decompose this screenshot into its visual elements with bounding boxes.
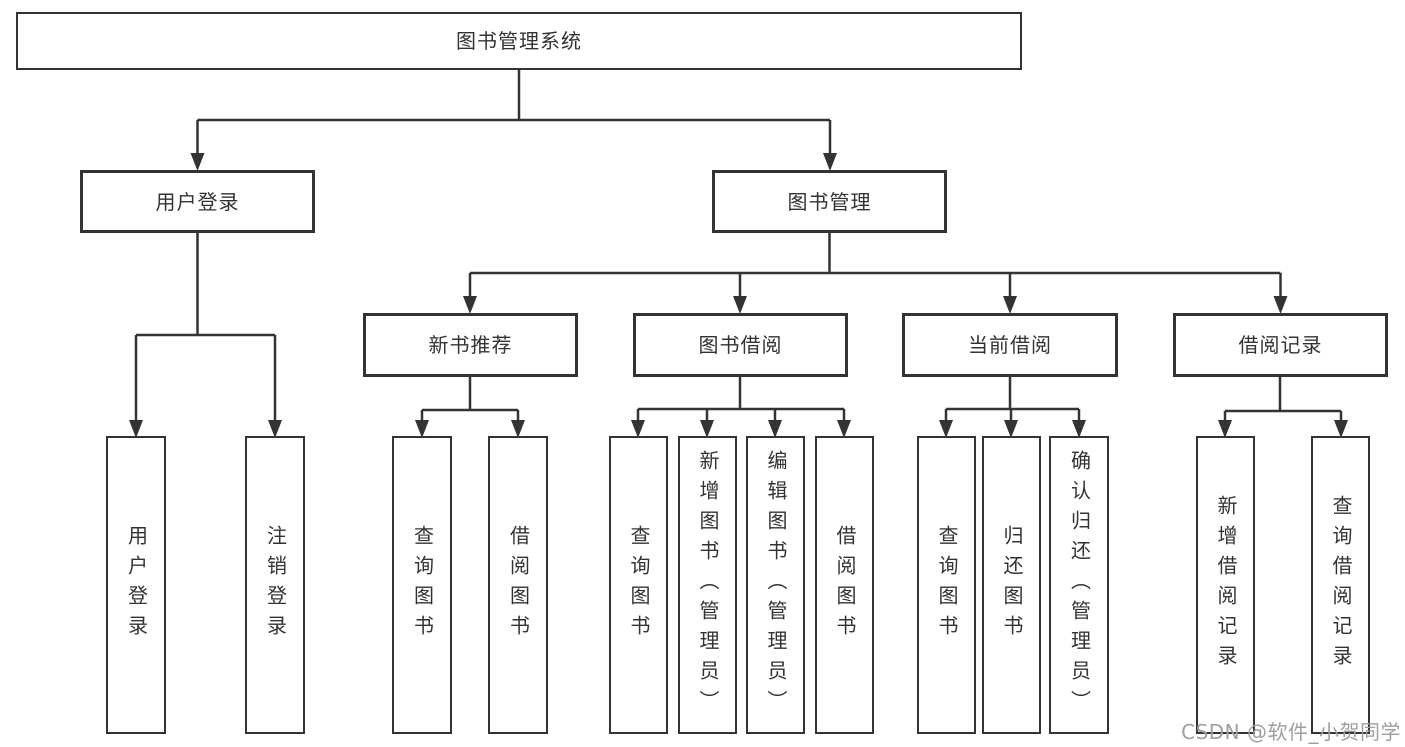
node-new-book-recommend: 新书推荐 (363, 313, 578, 377)
leaf-add-borrow-record-label: 新增借阅记录 (1214, 495, 1238, 675)
node-current-borrow: 当前借阅 (902, 313, 1118, 377)
leaf-add-book-admin-label: 新增图书（管理员） (696, 450, 720, 720)
leaf-return-book-label: 归还图书 (1000, 525, 1024, 645)
leaf-user-login: 用户登录 (106, 436, 166, 734)
leaf-query-borrow-record-label: 查询借阅记录 (1329, 495, 1353, 675)
csdn-watermark: CSDN @软件_小贺同学 (1181, 720, 1401, 744)
leaf-edit-book-admin: 编辑图书（管理员） (746, 436, 805, 734)
leaf-query-book-borrow-label: 查询图书 (627, 525, 651, 645)
leaf-logout-label: 注销登录 (263, 525, 288, 645)
node-current-borrow-label: 当前借阅 (968, 333, 1052, 357)
leaf-borrow-book-recommend-label: 借阅图书 (506, 525, 531, 645)
leaf-query-book-current: 查询图书 (917, 436, 976, 734)
leaf-edit-book-admin-label: 编辑图书（管理员） (764, 450, 788, 720)
node-book-management: 图书管理 (712, 170, 947, 233)
node-new-book-recommend-label: 新书推荐 (428, 333, 513, 357)
node-user-login: 用户登录 (80, 170, 315, 233)
leaf-add-book-admin: 新增图书（管理员） (678, 436, 737, 734)
leaf-user-login-label: 用户登录 (124, 525, 149, 645)
arrowheads (129, 153, 1348, 438)
leaf-confirm-return-admin-label: 确认归还（管理员） (1067, 450, 1092, 720)
leaf-return-book: 归还图书 (982, 436, 1041, 734)
node-root: 图书管理系统 (16, 12, 1022, 70)
leaf-query-borrow-record: 查询借阅记录 (1311, 436, 1370, 734)
leaf-borrow-book-borrow: 借阅图书 (815, 436, 874, 734)
node-root-label: 图书管理系统 (456, 29, 582, 53)
node-book-borrow: 图书借阅 (633, 313, 848, 377)
leaf-query-book-current-label: 查询图书 (935, 525, 959, 645)
leaf-query-book-recommend: 查询图书 (392, 436, 452, 734)
leaf-borrow-book-borrow-label: 借阅图书 (833, 525, 857, 645)
leaf-logout: 注销登录 (245, 436, 305, 734)
leaf-borrow-book-recommend: 借阅图书 (488, 436, 548, 734)
node-borrow-record-label: 借阅记录 (1238, 333, 1323, 357)
leaf-query-book-recommend-label: 查询图书 (410, 525, 435, 645)
node-borrow-record: 借阅记录 (1173, 313, 1388, 377)
leaf-add-borrow-record: 新增借阅记录 (1196, 436, 1255, 734)
leaf-confirm-return-admin: 确认归还（管理员） (1049, 436, 1109, 734)
node-book-borrow-label: 图书借阅 (698, 333, 783, 357)
leaf-query-book-borrow: 查询图书 (609, 436, 668, 734)
node-book-management-label: 图书管理 (787, 189, 872, 214)
node-user-login-label: 用户登录 (155, 189, 240, 214)
